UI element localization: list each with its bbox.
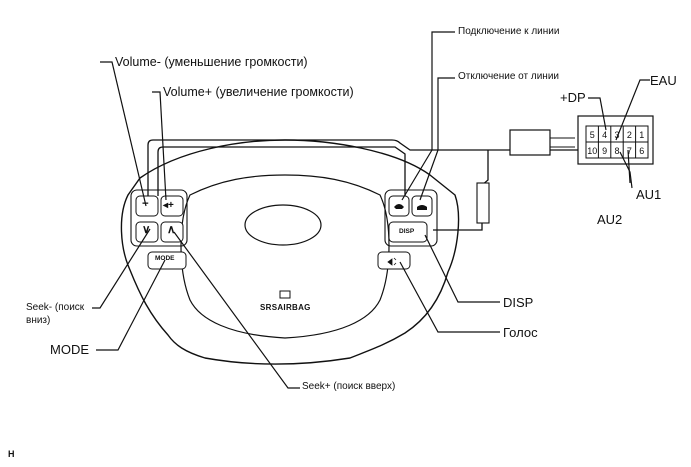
harness-sleeve <box>476 182 490 224</box>
label-voice: Голос <box>503 325 538 340</box>
btn-seek-down <box>135 221 159 243</box>
pin-label: 9 <box>602 146 608 156</box>
btn-volume-plus-glyph: ◂+ <box>163 200 174 211</box>
label-au1: AU1 <box>636 187 662 202</box>
btn-seek-down-glyph: ∨ <box>142 224 151 236</box>
pin-label: 2 <box>626 130 632 140</box>
phone-on-icon <box>394 204 404 209</box>
pin-label: 10 <box>587 146 598 156</box>
srs-logo-box <box>279 290 291 299</box>
btn-mode-glyph: MODE <box>155 255 175 262</box>
label-eau: EAU <box>650 73 677 88</box>
phone-off-icon <box>417 205 427 210</box>
btn-disp-glyph: DISP <box>399 228 415 235</box>
label-au2: AU2 <box>597 212 623 227</box>
btn-disp <box>388 221 428 243</box>
connector-bottom-row: 10 9 8 7 6 <box>586 146 648 156</box>
connector-top-row: 5 4 3 2 1 <box>586 130 648 140</box>
btn-volume-plus <box>160 195 184 217</box>
label-seek-minus-2: вниз) <box>26 315 51 326</box>
label-seek-plus: Seek+ (поиск вверх) <box>302 381 396 392</box>
left-cluster <box>130 189 188 247</box>
btn-volume-minus-glyph: − <box>142 198 149 210</box>
label-volume-plus: Volume+ (увеличение громкости) <box>163 85 354 99</box>
pin-label: 6 <box>639 146 645 156</box>
corner-mark: H <box>8 449 15 459</box>
btn-seek-up-glyph: ∧ <box>167 224 176 236</box>
label-mode: MODE <box>50 342 89 357</box>
btn-voice <box>377 251 411 270</box>
voice-icon <box>387 257 397 266</box>
label-disp: DISP <box>503 295 534 310</box>
pin-label: 1 <box>639 130 645 140</box>
label-connect-line: Подключение к линии <box>458 26 560 37</box>
label-plus-dp: +DP <box>560 90 586 105</box>
leader-lines <box>92 31 650 389</box>
airbag-emblem <box>244 204 322 246</box>
pin-label: 3 <box>614 130 620 140</box>
btn-mode <box>147 251 187 270</box>
airbag-pad <box>180 174 390 339</box>
pin-label: 4 <box>602 130 608 140</box>
srs-airbag-text: SRSAIRBAG <box>260 303 311 312</box>
label-disconnect-line: Отключение от линии <box>458 71 559 82</box>
harness-wire-2 <box>157 146 406 196</box>
label-seek-minus-1: Seek- (поиск <box>26 302 85 313</box>
btn-volume-minus <box>135 195 159 217</box>
pin-label: 7 <box>626 146 632 156</box>
harness-wire <box>147 139 580 196</box>
right-cluster <box>384 189 438 247</box>
label-volume-minus: Volume- (уменьшение громкости) <box>115 55 308 69</box>
pin-label: 8 <box>614 146 620 156</box>
steering-wheel-body <box>120 139 460 365</box>
pin-label: 5 <box>589 130 595 140</box>
connector-body <box>509 129 551 156</box>
